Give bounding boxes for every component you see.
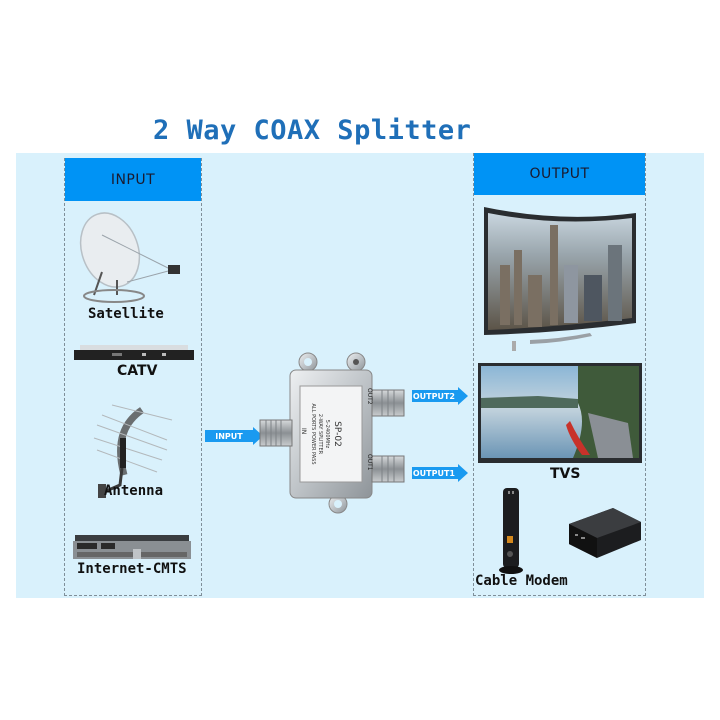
- output1-arrow-label: OUTPUT1: [412, 467, 458, 479]
- television-icon: [478, 363, 642, 463]
- output-panel-header: OUTPUT: [474, 153, 645, 195]
- input-arrow-label: INPUT: [205, 430, 253, 442]
- svg-text:5-2400MHz: 5-2400MHz: [324, 420, 330, 449]
- coax-splitter-icon: SP-02 5-2400MHz 2-WAY SPLITTER ALL PORTS…: [259, 352, 405, 514]
- curved-television-icon: [484, 207, 636, 351]
- cmts-router-icon: [73, 535, 191, 559]
- svg-text:OUT2: OUT2: [366, 388, 373, 405]
- output2-arrow-label: OUTPUT2: [412, 390, 458, 402]
- catv-rack-unit-icon: [74, 345, 194, 360]
- splitter-model: SP-02: [332, 421, 342, 447]
- set-top-box-icon: [569, 508, 641, 558]
- input-item-internet-cmts: Internet-CMTS: [77, 561, 187, 577]
- svg-text:IN: IN: [300, 428, 307, 434]
- output-item-tvs: TVS: [550, 466, 581, 482]
- input-arrow: INPUT: [205, 427, 263, 445]
- output-item-cable-modem: Cable Modem: [475, 573, 568, 589]
- input-item-antenna: Antenna: [104, 483, 164, 499]
- input-panel-header: INPUT: [65, 158, 201, 201]
- yagi-antenna-icon: [93, 404, 173, 498]
- input-item-satellite: Satellite: [88, 306, 164, 322]
- satellite-dish-icon: [79, 212, 180, 303]
- svg-text:2-WAY SPLITTER: 2-WAY SPLITTER: [317, 414, 323, 455]
- cable-modem-icon: [499, 488, 523, 574]
- input-header-label: INPUT: [110, 171, 156, 188]
- input-panel: INPUT: [64, 158, 202, 596]
- output1-arrow: OUTPUT1: [412, 464, 468, 482]
- page-title: 2 Way COAX Splitter: [153, 115, 472, 146]
- input-item-catv: CATV: [117, 363, 158, 379]
- svg-text:ALL PORTS POWER PASS: ALL PORTS POWER PASS: [310, 403, 316, 464]
- output-header-label: OUTPUT: [529, 166, 590, 182]
- output-panel: OUTPUT: [473, 153, 646, 596]
- svg-text:OUT1: OUT1: [366, 454, 373, 471]
- output2-arrow: OUTPUT2: [412, 387, 468, 405]
